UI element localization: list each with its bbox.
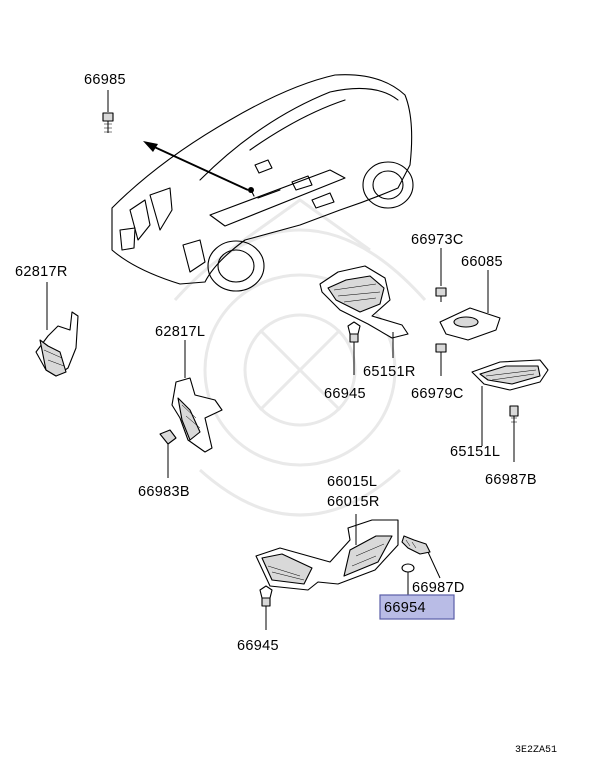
liner-65151R[interactable] <box>319 265 409 358</box>
bracket-62817R[interactable] <box>35 282 79 377</box>
bolt-66987D[interactable] <box>401 535 441 579</box>
pad-66085[interactable] <box>439 270 501 341</box>
part-label-66983B[interactable]: 66983B <box>138 484 190 500</box>
part-label-66954[interactable]: 66954 <box>384 600 426 616</box>
clip-66973C[interactable] <box>435 248 447 302</box>
bracket-62817L[interactable] <box>171 340 223 453</box>
part-label-65151L[interactable]: 65151L <box>450 444 500 460</box>
clip-66945-upper[interactable] <box>347 321 361 375</box>
part-label-66945-upper[interactable]: 66945 <box>324 386 366 402</box>
part-label-66979C[interactable]: 66979C <box>411 386 464 402</box>
bolt-66987B[interactable] <box>509 405 519 462</box>
bolt-66985[interactable] <box>102 90 114 133</box>
part-label-66985[interactable]: 66985 <box>84 72 126 88</box>
undercover-66015[interactable] <box>255 514 399 591</box>
clip-66979C[interactable] <box>435 343 447 376</box>
diagram-reference-code: 3E2ZA51 <box>515 745 557 756</box>
part-label-65151R[interactable]: 65151R <box>363 364 416 380</box>
part-label-62817L[interactable]: 62817L <box>155 324 205 340</box>
part-label-66973C[interactable]: 66973C <box>411 232 464 248</box>
part-label-66987D[interactable]: 66987D <box>412 580 465 596</box>
part-label-66015L[interactable]: 66015L <box>327 474 377 490</box>
liner-65151L[interactable] <box>471 359 549 446</box>
car-body-illustration <box>111 74 414 292</box>
part-label-66987B[interactable]: 66987B <box>485 472 537 488</box>
watermark-emblem <box>173 198 427 517</box>
cap-66954[interactable] <box>401 563 415 595</box>
part-label-66085[interactable]: 66085 <box>461 254 503 270</box>
part-label-62817R[interactable]: 62817R <box>15 264 68 280</box>
clip-66945-lower[interactable] <box>259 585 273 630</box>
part-label-66954-highlight[interactable] <box>379 594 455 620</box>
part-label-66945-lower[interactable]: 66945 <box>237 638 279 654</box>
part-label-66015R[interactable]: 66015R <box>327 494 380 510</box>
clip-66983B[interactable] <box>159 429 177 478</box>
